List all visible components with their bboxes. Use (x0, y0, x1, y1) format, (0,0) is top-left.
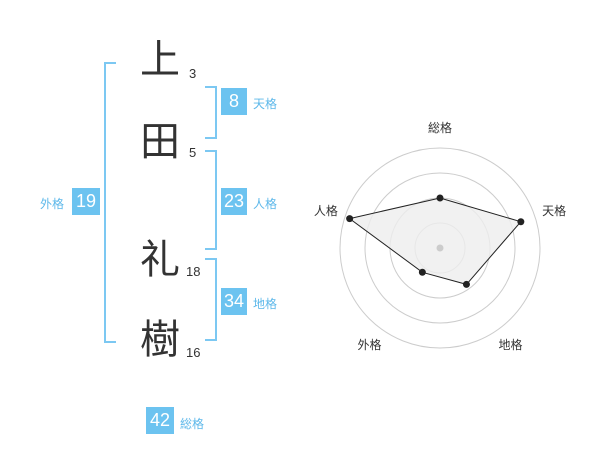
gaikaku-badge: 19 (72, 188, 100, 215)
radar-ring-3 (364, 172, 516, 324)
radar-point-5 (346, 215, 354, 223)
jinkaku-label: 人格 (253, 197, 278, 211)
radar-point-3 (462, 280, 470, 288)
radar-point-2 (517, 218, 525, 226)
radar-axis-label-3: 地格 (499, 337, 523, 352)
name-char-4: 樹 (140, 317, 180, 363)
chikaku-badge: 34 (221, 288, 247, 315)
gaikaku-label: 外格 (40, 197, 65, 211)
stroke-count-2: 5 (189, 145, 197, 160)
stroke-count-4: 16 (186, 345, 201, 360)
radar-ring-4 (339, 147, 541, 349)
tenkaku-badge: 8 (221, 88, 247, 115)
radar-axis-label-1: 総格 (428, 120, 452, 135)
name-char-2: 田 (140, 119, 180, 165)
radar-point-1 (436, 194, 444, 202)
radar-point-4 (418, 268, 426, 276)
radar-axis-label-4: 外格 (357, 337, 381, 352)
name-char-3: 礼 (140, 237, 180, 283)
radar-polygon (348, 197, 522, 285)
jinkaku-bracket (205, 150, 217, 250)
radar-center-dot (436, 244, 444, 252)
jinkaku-badge: 23 (221, 188, 247, 215)
chikaku-label: 地格 (253, 297, 278, 311)
radar-axis-label-5: 人格 (314, 203, 338, 218)
stroke-count-3: 18 (186, 264, 201, 279)
radar-axis-label-2: 天格 (542, 203, 566, 218)
chikaku-bracket (205, 258, 217, 341)
soukaku-badge: 42 (146, 407, 174, 434)
soukaku-label: 総格 (180, 417, 205, 431)
name-char-1: 上 (140, 37, 180, 83)
tenkaku-label: 天格 (253, 97, 278, 111)
gaikaku-bracket (104, 62, 116, 343)
stroke-count-1: 3 (189, 66, 197, 81)
tenkaku-bracket (205, 86, 217, 139)
